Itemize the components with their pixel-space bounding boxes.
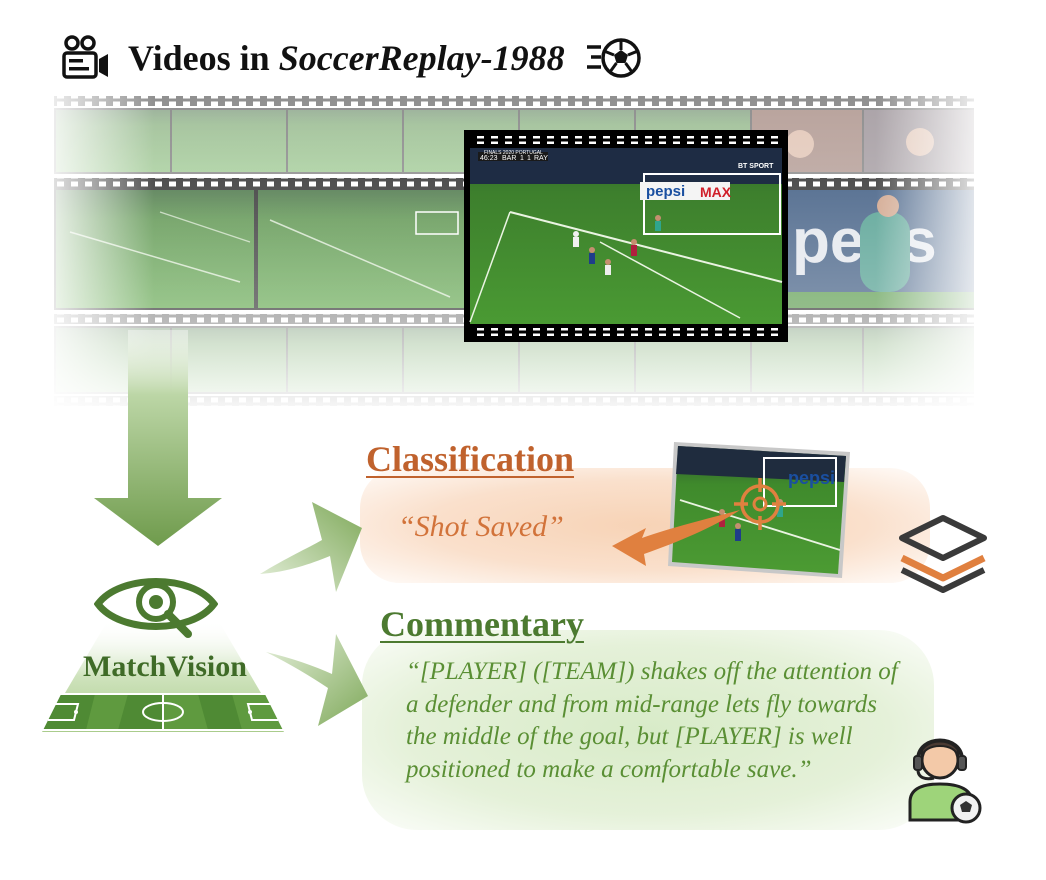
scoreboard-home-score: 1 [520, 155, 524, 162]
eye-search-icon [94, 578, 218, 638]
page-title: Videos in SoccerReplay-1988 [128, 38, 565, 78]
ad-board-text: pepsi [646, 183, 685, 200]
scoreboard-away: RAY [534, 155, 548, 162]
scoreboard-home: BAR [502, 155, 516, 162]
commentator-headset-icon [908, 738, 982, 824]
matchvision-platform [40, 620, 286, 732]
classification-arrow [612, 510, 740, 566]
commentary-text: “[PLAYER] ([TEAM]) shakes off the attent… [406, 658, 898, 783]
frame-ad-text: pepsi [788, 468, 835, 488]
video-to-model-arrow [94, 330, 222, 546]
commentary-panel [362, 630, 934, 830]
scoreboard-clock: 46:23 [480, 155, 498, 162]
model-name: MatchVision [83, 650, 247, 683]
model-to-commentary-arrow [266, 634, 368, 726]
classification-label: “Shot Saved” [398, 510, 564, 543]
scoreboard-away-score: 1 [527, 155, 531, 162]
ad-board-suffix: MAX [700, 184, 732, 200]
header: Videos in SoccerReplay-1988 [62, 28, 641, 88]
layers-icon [899, 515, 987, 593]
commentary-title: Commentary [380, 604, 584, 644]
event-banner: FINALS 2020 PORTUGAL [484, 150, 543, 156]
classification-title: Classification [366, 439, 575, 479]
video-camera-icon [62, 35, 108, 79]
model-to-classification-arrow [260, 502, 362, 592]
broadcaster-logo: BT SPORT [738, 163, 774, 170]
video-film-strip: peps pepsi MAX 46:23 B [40, 92, 990, 412]
highlighted-video-frame: pepsi MAX 46:23 BAR 1 1 RAY FINALS 2020 … [464, 130, 788, 342]
soccer-ball-icon [586, 38, 641, 78]
classified-frame: pepsi [668, 442, 850, 578]
target-crosshair-icon [734, 478, 786, 530]
